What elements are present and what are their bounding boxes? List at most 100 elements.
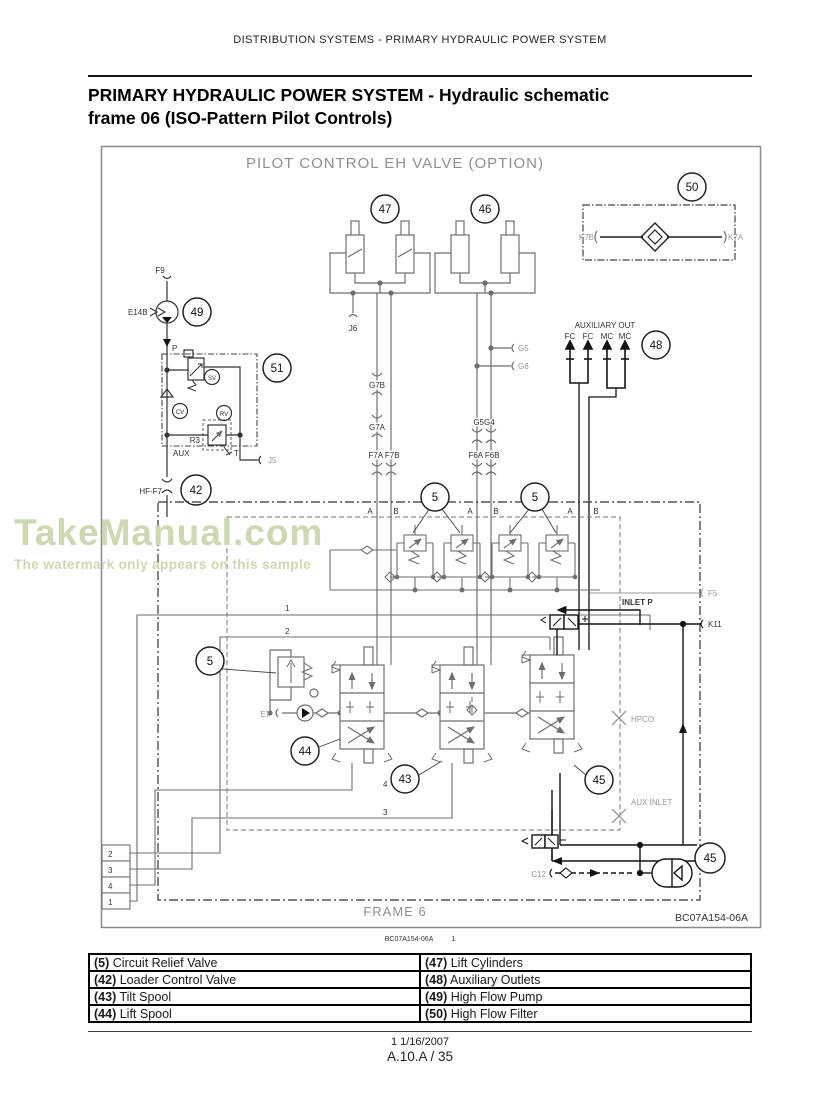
callout-5a: 5 bbox=[432, 492, 438, 504]
cv-label: CV bbox=[176, 410, 184, 416]
port-b2: B bbox=[493, 507, 498, 516]
port-g6: G6 bbox=[518, 362, 529, 371]
auxiliary-out-label: AUXILIARY OUT bbox=[575, 321, 636, 330]
legend-cell: (47) Lift Cylinders bbox=[419, 953, 752, 972]
diagram-title: PILOT CONTROL EH VALVE (OPTION) bbox=[246, 155, 544, 172]
rv-label: RV bbox=[220, 412, 228, 418]
legend-cell: (50) High Flow Filter bbox=[419, 1004, 752, 1023]
callout-5c: 5 bbox=[207, 656, 213, 668]
sv-label: SV bbox=[208, 376, 216, 382]
port-g5: G5 bbox=[518, 344, 529, 353]
legend-label: High Flow Filter bbox=[450, 1006, 538, 1021]
footer-page-number: A.10.A / 35 bbox=[386, 1049, 454, 1064]
legend-num: (44) bbox=[94, 1006, 117, 1021]
pilot-signal-lines bbox=[130, 614, 651, 902]
port-k7b: K7B bbox=[579, 233, 594, 242]
legend-label: Lift Cylinders bbox=[450, 955, 523, 970]
callout-5b: 5 bbox=[532, 492, 538, 504]
aux-inlet-label: AUX INLET bbox=[631, 798, 672, 807]
table-row: (42) Loader Control Valve (48) Auxiliary… bbox=[88, 970, 752, 989]
line-number-boxes bbox=[101, 844, 131, 910]
callout-45b-circle bbox=[694, 842, 726, 874]
table-row: (5) Circuit Relief Valve (47) Lift Cylin… bbox=[88, 953, 752, 972]
port-j5: J5 bbox=[268, 456, 277, 465]
port-a1: A bbox=[367, 507, 373, 516]
port-e14b: E14B bbox=[128, 308, 148, 317]
high-flow-pump-group bbox=[149, 275, 292, 517]
page-title: PRIMARY HYDRAULIC POWER SYSTEM - Hydraul… bbox=[88, 84, 768, 130]
f5-line bbox=[590, 588, 704, 598]
callout-42: 42 bbox=[190, 485, 203, 497]
coupler-g7a: G7A bbox=[369, 423, 386, 432]
hf-f7-label: HF-F7 bbox=[139, 487, 162, 496]
r3-label: R3 bbox=[190, 436, 201, 445]
port-mc2: MC bbox=[619, 332, 632, 341]
table-row: (44) Lift Spool (50) High Flow Filter bbox=[88, 1004, 752, 1023]
coupler-g7b: G7B bbox=[369, 381, 385, 390]
port-f5: F5 bbox=[708, 589, 718, 598]
callout-45b: 45 bbox=[704, 853, 717, 865]
port-a2: A bbox=[467, 507, 473, 516]
legend-label: Auxiliary Outlets bbox=[450, 972, 541, 987]
legend-num: (50) bbox=[425, 1006, 448, 1021]
callout-45a: 45 bbox=[593, 775, 606, 787]
aux-spool-symbol bbox=[522, 637, 582, 753]
box-4-label: 4 bbox=[108, 882, 113, 891]
circuit-relief-valves bbox=[329, 507, 600, 593]
legend-cell: (48) Auxiliary Outlets bbox=[419, 970, 752, 989]
legend-num: (5) bbox=[94, 955, 110, 970]
hydraulic-schematic: PILOT CONTROL EH VALVE (OPTION) 50 K7B K… bbox=[100, 145, 762, 935]
legend-cell: (43) Tilt Spool bbox=[88, 987, 421, 1006]
port-k11: K11 bbox=[708, 620, 722, 629]
ref-code: BC07A154-06A bbox=[675, 912, 748, 924]
tilt-spool-wiring bbox=[130, 650, 492, 870]
coupler-g5g4: G5G4 bbox=[473, 418, 495, 427]
lift-cylinders-group bbox=[329, 194, 536, 650]
hpco-label: HPCO bbox=[631, 715, 654, 724]
schematic-svg: PILOT CONTROL EH VALVE (OPTION) 50 K7B K… bbox=[100, 145, 762, 929]
callout-5c-circle bbox=[195, 646, 225, 676]
callout-47: 47 bbox=[379, 204, 392, 216]
port-p: P bbox=[172, 344, 177, 353]
line-1-label: 1 bbox=[285, 604, 290, 613]
legend-label: Lift Spool bbox=[119, 1006, 172, 1021]
port-fc1: FC bbox=[565, 332, 576, 341]
callout-43: 43 bbox=[399, 774, 412, 786]
callout-44: 44 bbox=[299, 746, 312, 758]
box-3-label: 3 bbox=[108, 866, 113, 875]
port-k7a: K7A bbox=[728, 233, 744, 242]
legend-label: High Flow Pump bbox=[450, 989, 543, 1004]
legend-table: (5) Circuit Relief Valve (47) Lift Cylin… bbox=[88, 953, 752, 1023]
hpco-plug bbox=[611, 710, 627, 824]
legend-cell: (49) High Flow Pump bbox=[419, 987, 752, 1006]
callout-50: 50 bbox=[686, 182, 699, 194]
lift-spool-wiring bbox=[130, 650, 392, 886]
callout-51: 51 bbox=[271, 363, 284, 375]
port-b3: B bbox=[593, 507, 598, 516]
callout-44-circle bbox=[290, 736, 320, 766]
legend-num: (49) bbox=[425, 989, 448, 1004]
port-e7: E7 bbox=[260, 710, 270, 719]
figure-caption-code: BC07A154-06A bbox=[384, 936, 434, 943]
callout-46: 46 bbox=[479, 204, 492, 216]
diagram-border bbox=[100, 145, 762, 929]
callout-5b-circle bbox=[520, 482, 550, 512]
loader-control-valve-frame bbox=[157, 501, 701, 901]
footer-date: 1 1/16/2007 bbox=[390, 1036, 450, 1048]
page-title-line2: frame 06 (ISO-Pattern Pilot Controls) bbox=[88, 107, 393, 128]
line-4-label: 4 bbox=[383, 780, 388, 789]
line-2-label: 2 bbox=[285, 627, 290, 636]
page-title-line1: PRIMARY HYDRAULIC POWER SYSTEM - Hydraul… bbox=[88, 85, 610, 105]
footer-rule bbox=[88, 1031, 752, 1032]
legend-num: (48) bbox=[425, 972, 448, 987]
coupler-f6a-f6b: F6A F6B bbox=[468, 451, 499, 460]
lift-spool-symbol bbox=[332, 647, 392, 763]
legend-cell: (44) Lift Spool bbox=[88, 1004, 421, 1023]
frame-label: FRAME 6 bbox=[363, 904, 426, 919]
port-f9: F9 bbox=[155, 266, 165, 275]
aux-spool-wiring bbox=[520, 605, 704, 873]
header-rule bbox=[88, 75, 752, 77]
accumulator-group bbox=[549, 858, 693, 888]
